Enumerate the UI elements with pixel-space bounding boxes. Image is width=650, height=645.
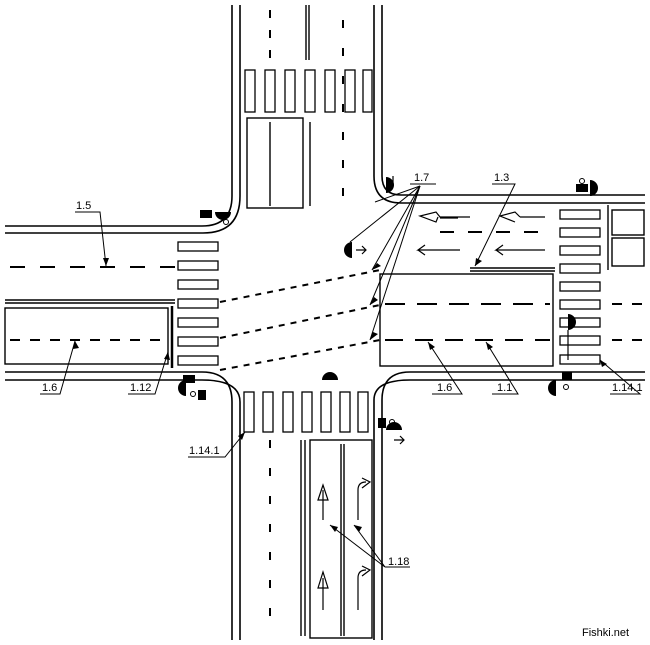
east-approach [379, 205, 645, 367]
leader-arrowheads [73, 258, 607, 532]
traffic-light-icon [548, 314, 576, 396]
bus-lane-box-north [246, 117, 304, 209]
zebra-crossing-north [244, 69, 373, 113]
zebra-crossing-west [177, 241, 219, 366]
traffic-light-icon [178, 375, 206, 400]
traffic-light-icon [386, 176, 394, 193]
traffic-light-icon [200, 210, 231, 225]
label-1-12: 1.12 [130, 382, 151, 394]
guide-lines-1-7 [219, 269, 381, 371]
traffic-light-icon [344, 242, 367, 258]
marking-labels: 1.5 1.6 1.12 1.14.1 1.7 1.3 1.6 1.1 1.14… [42, 172, 643, 568]
traffic-light-icon [378, 418, 405, 445]
east-lane-arrows [416, 211, 545, 256]
north-approach [246, 5, 344, 209]
watermark-text: Fishki.net [582, 627, 629, 639]
label-1-7: 1.7 [414, 172, 429, 184]
label-1-3: 1.3 [494, 172, 509, 184]
traffic-lights [178, 176, 598, 445]
bus-lane-box-east [379, 273, 554, 367]
label-1-14-1-right: 1.14.1 [612, 382, 643, 394]
traffic-light-icon [576, 178, 598, 196]
traffic-light-icon [322, 372, 338, 380]
label-1-6-right: 1.6 [437, 382, 452, 394]
zebra-crossing-south [243, 391, 369, 433]
road-edges [5, 5, 645, 640]
south-approach [269, 439, 373, 639]
leader-lines [40, 183, 642, 568]
bus-lane-box-south [309, 439, 373, 639]
label-1-18: 1.18 [388, 556, 409, 568]
label-1-14-1-bottom: 1.14.1 [189, 445, 220, 457]
zebra-crossing-east [559, 209, 601, 365]
south-lane-arrows-1-18 [317, 477, 372, 610]
bus-lane-box-west [4, 307, 169, 365]
west-approach [4, 266, 175, 368]
label-1-1: 1.1 [497, 382, 512, 394]
label-1-5: 1.5 [76, 200, 91, 212]
label-1-6-left: 1.6 [42, 382, 57, 394]
